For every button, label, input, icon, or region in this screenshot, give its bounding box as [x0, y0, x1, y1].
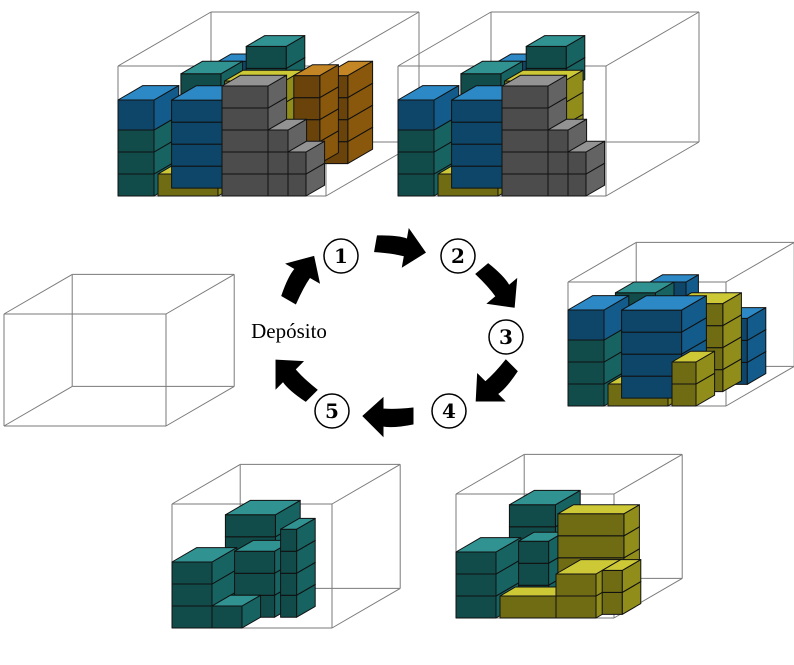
step-number: 1	[334, 244, 348, 268]
gray-cargo-block	[567, 140, 606, 175]
container-edge	[331, 463, 401, 505]
container-edge	[397, 11, 492, 67]
container-edge	[325, 11, 420, 67]
container-edge	[725, 241, 794, 283]
step-badge-3: 3	[488, 319, 524, 355]
arrow-shape	[275, 359, 318, 402]
container-edge	[3, 385, 73, 427]
container-step-5	[171, 463, 401, 629]
step-badge-5: 5	[314, 393, 350, 429]
container-edge	[725, 365, 794, 407]
step-number: 2	[451, 244, 465, 268]
arrow-shape	[475, 263, 518, 308]
teal-cargo-block	[171, 547, 238, 585]
container-edge	[331, 587, 401, 629]
teal-cargo-block	[224, 499, 301, 538]
arrow-5-to-depot	[275, 359, 318, 402]
arrow-shape	[374, 228, 426, 268]
step-number: 3	[499, 325, 513, 349]
step-badge-4: 4	[431, 393, 467, 429]
container-edge	[3, 273, 73, 315]
container-edge	[613, 453, 683, 495]
container-depot-empty	[3, 273, 235, 427]
yellow-cargo-block	[601, 559, 642, 593]
teal-cargo-block	[525, 35, 586, 69]
teal-cargo-block	[245, 35, 306, 69]
container-edge	[455, 453, 525, 495]
gray-cargo-block	[287, 140, 326, 175]
arrow-shape	[362, 396, 414, 438]
arrow-shape	[281, 255, 321, 305]
container-edge	[605, 11, 700, 67]
container-edge	[165, 385, 235, 427]
container-edge	[567, 241, 637, 283]
teal-cargo-block	[211, 594, 262, 629]
gray-cargo-block	[221, 74, 288, 109]
arrow-shape	[475, 359, 518, 402]
blue-cargo-block	[621, 295, 707, 333]
container-edge	[605, 141, 700, 197]
container-step-2	[397, 11, 700, 197]
depot-label: Depósito	[251, 319, 327, 343]
gray-cargo-block	[501, 74, 568, 109]
container-step-1	[117, 11, 420, 197]
teal-cargo-block	[518, 531, 565, 564]
blue-cargo-block	[397, 85, 460, 131]
gray-cargo-block	[267, 118, 308, 153]
arrow-depot-to-1	[281, 255, 321, 305]
container-step-4	[455, 453, 683, 619]
container-step-3	[567, 241, 794, 407]
arrow-4-to-5	[362, 396, 414, 438]
teal-cargo-block	[280, 517, 316, 552]
teal-cargo-block	[455, 537, 522, 575]
container-edge	[117, 11, 212, 67]
yellow-cargo-block	[671, 350, 716, 385]
cycle-arrows	[275, 228, 518, 438]
step-number: 4	[442, 399, 456, 423]
orange-cargo-block	[293, 64, 339, 99]
container-edge	[171, 463, 241, 505]
step-badge-1: 1	[323, 238, 359, 274]
arrow-3-to-4	[475, 359, 518, 402]
step-badge-2: 2	[440, 238, 476, 274]
step-number: 5	[325, 399, 339, 423]
arrow-2-to-3	[475, 263, 518, 308]
container-edge	[165, 273, 235, 315]
yellow-cargo-block	[557, 504, 640, 537]
arrow-1-to-2	[374, 228, 426, 268]
